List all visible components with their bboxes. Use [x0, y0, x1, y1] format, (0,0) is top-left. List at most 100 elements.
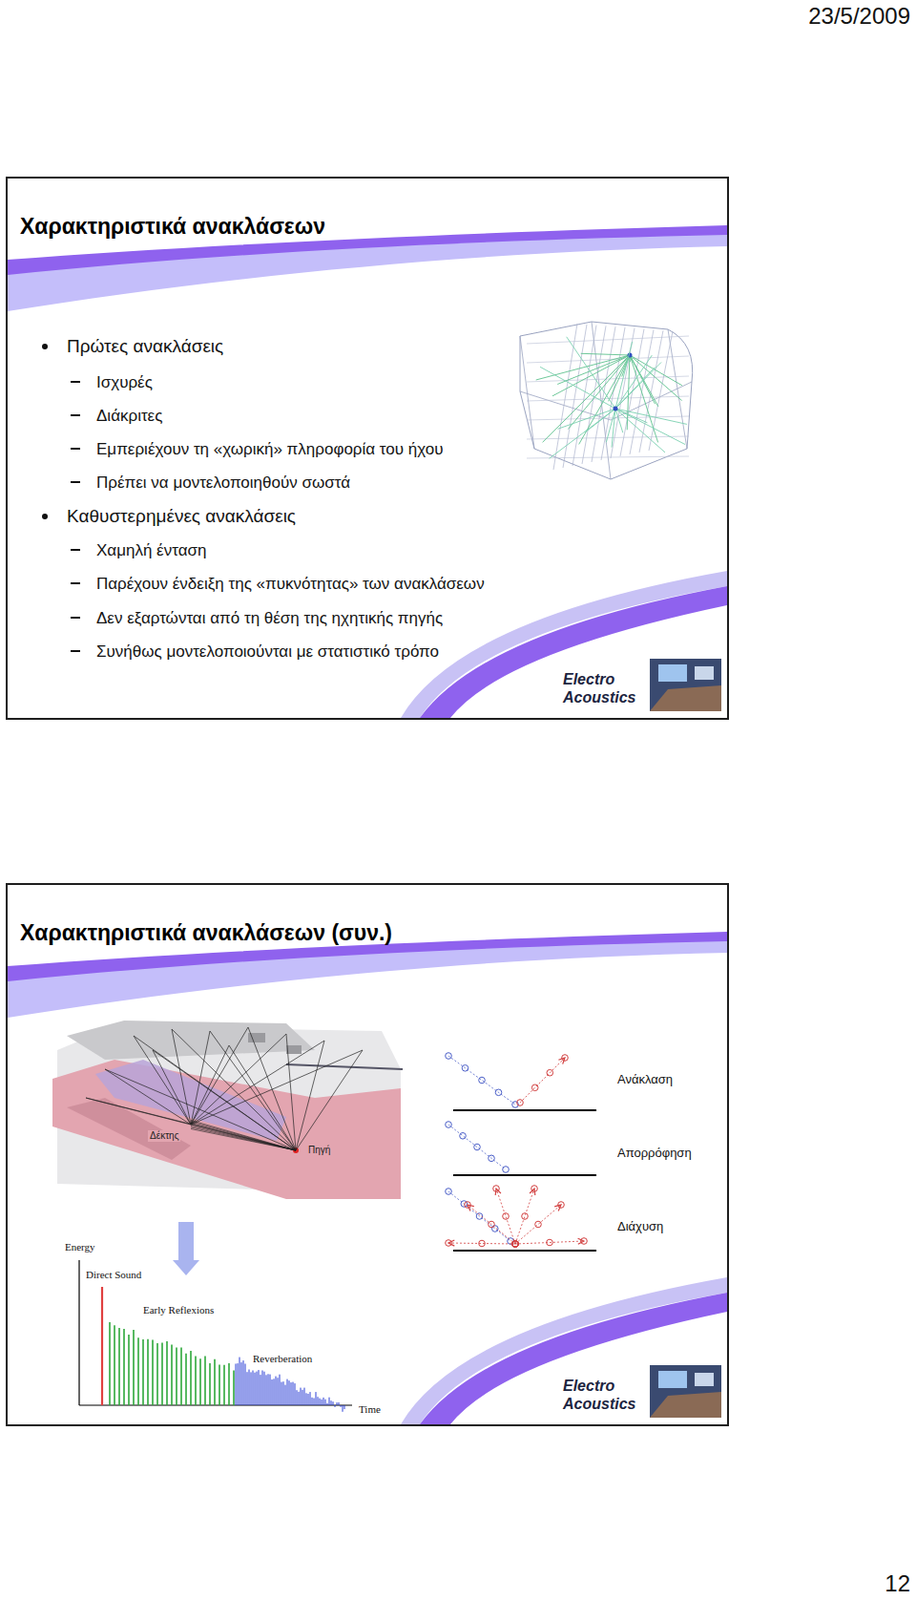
wire-grid: [601, 327, 625, 460]
ray: [133, 1035, 296, 1150]
reverberation-bar: [306, 1392, 308, 1405]
reverberation-bar: [266, 1374, 268, 1405]
logo-swoosh: [419, 1291, 728, 1424]
reverberation-bar: [289, 1379, 291, 1405]
arrow-head: [529, 1187, 536, 1195]
reverberation-bar: [275, 1375, 277, 1405]
path-line: [496, 1187, 516, 1244]
reverberation-bar: [262, 1370, 264, 1406]
path-line: [448, 1242, 516, 1244]
early-reflection-bar: [213, 1358, 216, 1405]
sound-particle: [546, 1238, 554, 1246]
reverberation-bar: [268, 1373, 270, 1405]
ray: [629, 354, 683, 401]
ray: [190, 1120, 296, 1151]
early-reflection-bar: [161, 1341, 164, 1405]
reverberation-bar: [279, 1374, 281, 1405]
ray: [552, 354, 630, 396]
diagram-label: Διάχυση: [617, 1218, 664, 1234]
reverberation-bar: [250, 1371, 252, 1405]
ray: [190, 1123, 296, 1151]
reverberation-bar: [298, 1391, 300, 1405]
ray: [104, 1068, 296, 1150]
path-line: [448, 1124, 506, 1169]
early-reflection-bar: [204, 1354, 207, 1405]
reverberation-bar: [239, 1356, 241, 1405]
path-line: [515, 1240, 584, 1244]
ray: [566, 336, 616, 409]
slide-frame: Χαρακτηριστικά ανακλάσεωνΠρώτες ανακλάσε…: [5, 176, 729, 720]
ray: [190, 1121, 296, 1150]
reverberation-bar: [291, 1381, 292, 1405]
ray: [615, 408, 647, 423]
reverberation-bar: [327, 1402, 329, 1405]
logo-thumbnail: [649, 658, 722, 711]
ray: [190, 1049, 363, 1150]
sound-particle: [535, 1220, 542, 1228]
sound-particle: [478, 1076, 486, 1083]
reverberation-bar: [243, 1359, 245, 1405]
arrow-head: [495, 1187, 501, 1195]
ray: [190, 1044, 296, 1150]
early-reflection-bar: [208, 1362, 211, 1405]
arrow-head: [448, 1239, 455, 1246]
reverberation-bar: [344, 1404, 346, 1409]
sound-particle: [488, 1220, 496, 1228]
reverberation-bar: [336, 1401, 338, 1405]
sound-particle: [445, 1052, 453, 1060]
sound-particle: [461, 1064, 469, 1072]
down-arrow: [172, 1221, 200, 1275]
reverberation-bar: [258, 1369, 260, 1405]
reverberation-bar: [313, 1397, 315, 1406]
slide-title: Χαρακτηριστικά ανακλάσεων: [20, 212, 326, 241]
reverberation-bar: [241, 1361, 243, 1405]
sound-particle: [502, 1212, 510, 1220]
ray: [557, 354, 630, 385]
reverberation-bar: [323, 1396, 325, 1405]
hall-label: Πηγή: [306, 1144, 333, 1156]
ray-source: [613, 406, 619, 412]
reverberation-bar: [273, 1377, 275, 1405]
logo-swoosh: [419, 585, 728, 718]
arrow-head: [578, 1237, 584, 1244]
ray: [190, 1124, 296, 1150]
hall-cutaway: [52, 1020, 403, 1199]
bullet-dot: [41, 513, 48, 520]
ray: [615, 408, 666, 453]
ray: [581, 353, 630, 355]
ray: [567, 354, 630, 430]
sound-particle: [502, 1165, 510, 1173]
reverberation-bar: [281, 1381, 283, 1405]
bullet-item: Καθυστερημένες ανακλάσεις: [66, 504, 296, 528]
sub-bullet-item: Ισχυρές: [96, 372, 153, 393]
ray: [615, 408, 624, 433]
list-dash: [70, 480, 81, 483]
reverberation-bar: [252, 1370, 254, 1406]
chart-label: Energy: [64, 1240, 96, 1253]
early-reflection-bar: [113, 1324, 116, 1405]
ray: [540, 366, 616, 409]
list-dash: [70, 414, 81, 417]
ray: [615, 362, 662, 410]
early-reflection-bar: [218, 1364, 221, 1405]
ray: [605, 408, 616, 442]
path-line: [448, 1190, 511, 1241]
early-reflection-bar: [166, 1340, 168, 1405]
early-reflection-bar: [156, 1342, 159, 1405]
sound-particle: [507, 1237, 515, 1245]
sound-particle: [495, 1088, 502, 1096]
sub-bullet-item: Παρέχουν ένδειξη της «πυκνότητας» των αν…: [96, 573, 485, 594]
reverberation-bar: [310, 1391, 312, 1405]
early-reflection-bar: [199, 1357, 202, 1405]
logo-text: Electro Acoustics: [562, 669, 647, 707]
reverberation-bar: [340, 1404, 342, 1407]
early-reflection-bar: [180, 1347, 183, 1405]
reverberation-bar: [319, 1397, 321, 1405]
chart-label: Direct Sound: [85, 1268, 142, 1281]
ray: [190, 1126, 296, 1150]
bullet-item: Πρώτες ανακλάσεις: [66, 334, 224, 358]
reverberation-bar: [333, 1400, 334, 1405]
reverberation-bar: [329, 1396, 331, 1405]
reverberation-bar: [260, 1374, 262, 1405]
